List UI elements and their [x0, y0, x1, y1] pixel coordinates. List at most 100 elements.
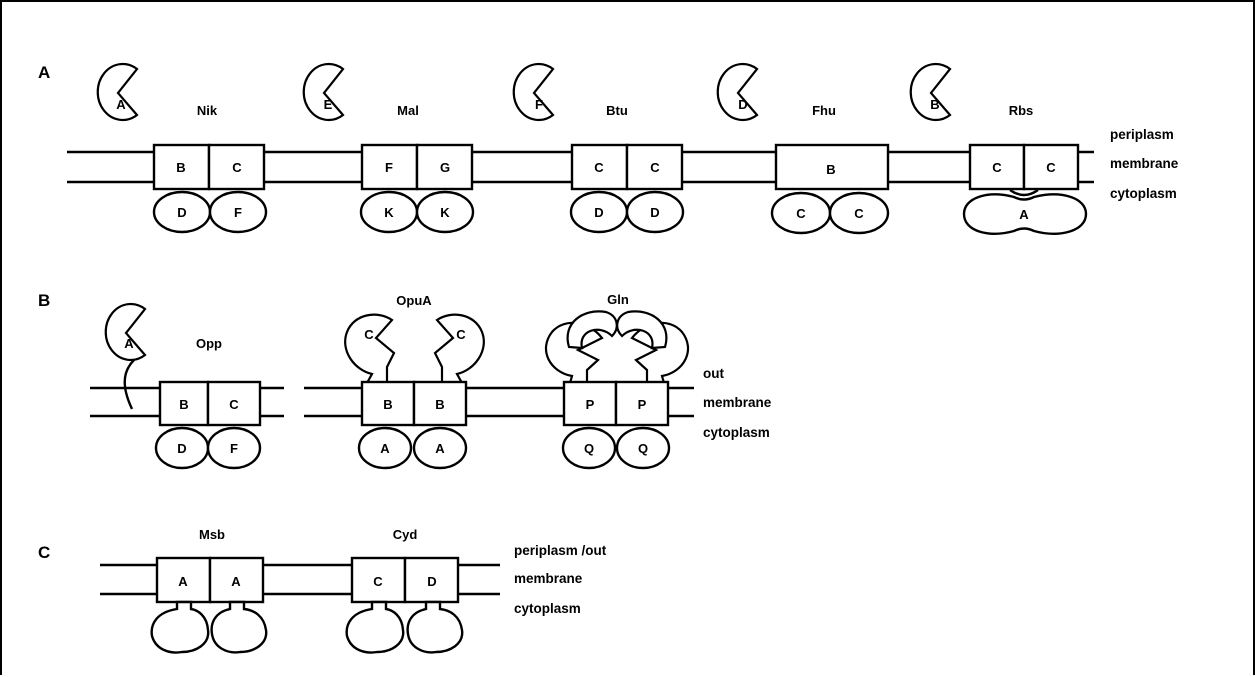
- membrane-domain-label: A: [178, 574, 188, 589]
- transporter-name: Msb: [199, 527, 225, 542]
- substrate-binding-domain: [630, 321, 690, 385]
- atpase-label: D: [650, 205, 659, 220]
- transporter-msb: Msb A A: [150, 527, 268, 654]
- atpase-connector: [1009, 189, 1039, 197]
- binding-protein-label: E: [324, 97, 333, 112]
- membrane-domain-label: C: [992, 160, 1002, 175]
- side-label-periplasm-out: periplasm /out: [514, 543, 607, 558]
- side-label-membrane: membrane: [514, 571, 583, 586]
- transporter-nik: A Nik B C D F: [96, 62, 268, 234]
- membrane-domain-label: C: [650, 160, 660, 175]
- membrane-domain-label: B: [383, 397, 392, 412]
- binding-protein-label: F: [535, 97, 543, 112]
- side-label-cytoplasm: cytoplasm: [514, 601, 581, 616]
- substrate-binding-domain: [344, 313, 396, 385]
- side-label-cytoplasm: cytoplasm: [1110, 186, 1177, 201]
- binding-protein-label: A: [116, 97, 126, 112]
- transporter-name: Gln: [607, 292, 629, 307]
- atpase-label: D: [177, 441, 186, 456]
- binding-protein-shape: [104, 302, 147, 362]
- transporter-name: Fhu: [812, 103, 836, 118]
- membrane-domain: [206, 380, 262, 427]
- transporter-mal: E Mal F G K K: [302, 62, 475, 234]
- panel-b-letter: B: [38, 291, 50, 310]
- atpase-label: D: [177, 205, 186, 220]
- membrane-domain: [208, 556, 265, 604]
- membrane-domain-label: F: [385, 160, 393, 175]
- transporter-opp: A Opp B C D F: [104, 302, 262, 470]
- transporter-name: Nik: [197, 103, 218, 118]
- atpase-label: F: [230, 441, 238, 456]
- membrane-domain: [403, 556, 460, 604]
- atpase-label: Q: [584, 441, 594, 456]
- side-label-membrane: membrane: [1110, 156, 1179, 171]
- atpase-domain: [357, 426, 413, 470]
- transporter-name: OpuA: [396, 293, 432, 308]
- membrane-domain-label: A: [231, 574, 241, 589]
- atpase-label: C: [854, 206, 864, 221]
- membrane-domain-label: D: [427, 574, 436, 589]
- membrane-domain-label: C: [1046, 160, 1056, 175]
- atpase-label: K: [384, 205, 394, 220]
- membrane-domain: [614, 380, 670, 427]
- atpase-label: D: [594, 205, 603, 220]
- atpase-domain: [206, 426, 262, 470]
- panel-c-letter: C: [38, 543, 50, 562]
- membrane-domain: [412, 380, 468, 427]
- transporter-rbs: B Rbs C C A: [909, 62, 1088, 235]
- membrane-domain: [158, 380, 210, 427]
- atpase-domain: [625, 190, 685, 234]
- atpase-dimer: [962, 193, 1088, 235]
- side-label-membrane: membrane: [703, 395, 772, 410]
- side-label-cytoplasm: cytoplasm: [703, 425, 770, 440]
- membrane-domain-label: B: [176, 160, 185, 175]
- atpase-domain: [561, 426, 617, 470]
- membrane-domain-label: B: [826, 162, 835, 177]
- membrane-domain-label: C: [229, 397, 239, 412]
- transporter-fhu: D Fhu B C C: [716, 62, 890, 235]
- transporter-name: Cyd: [393, 527, 418, 542]
- nucleotide-binding-domain: [150, 600, 210, 654]
- transporter-cyd: Cyd C D: [345, 527, 464, 654]
- membrane-domain: [968, 143, 1026, 191]
- panel-a-letter: A: [38, 63, 50, 82]
- membrane-domain-label: P: [638, 397, 647, 412]
- binding-domain-label: C: [364, 327, 374, 342]
- membrane-domain: [625, 143, 684, 191]
- atpase-label: A: [435, 441, 445, 456]
- membrane-domain-label: G: [440, 160, 450, 175]
- membrane-domain-label: C: [373, 574, 383, 589]
- atpase-domain: [208, 190, 268, 234]
- membrane-domain-label: P: [586, 397, 595, 412]
- lipid-anchor-tether: [123, 359, 135, 410]
- transporter-opua: OpuA C C B B A A: [344, 293, 485, 470]
- binding-domain-label: C: [456, 327, 466, 342]
- membrane-domain: [207, 143, 266, 191]
- atpase-label: F: [234, 205, 242, 220]
- atpase-label: A: [380, 441, 390, 456]
- membrane-domain-label: B: [435, 397, 444, 412]
- atpase-domain: [415, 190, 475, 234]
- transporter-name: Mal: [397, 103, 419, 118]
- membrane-domain: [1022, 143, 1080, 191]
- transporter-name: Btu: [606, 103, 628, 118]
- nucleotide-binding-domain: [345, 600, 405, 654]
- panel-b: B out membrane cytoplasm A Opp B C D F O…: [38, 291, 772, 470]
- atpase-label: Q: [638, 441, 648, 456]
- transporter-btu: F Btu C C D D: [512, 62, 685, 234]
- transporter-name: Opp: [196, 336, 222, 351]
- nucleotide-binding-domain: [406, 600, 464, 654]
- binding-protein-shape: [512, 62, 555, 122]
- atpase-label: K: [440, 205, 450, 220]
- membrane-domain-label: C: [232, 160, 242, 175]
- atpase-domain: [615, 426, 671, 470]
- transporter-gln: Gln P P Q Q: [544, 292, 690, 470]
- substrate-binding-domain: [433, 313, 485, 385]
- membrane-domain: [415, 143, 474, 191]
- membrane-domain: [774, 143, 890, 191]
- binding-protein-label: D: [738, 97, 747, 112]
- substrate-binding-domain-inner: [616, 310, 668, 350]
- atpase-domain: [828, 191, 890, 235]
